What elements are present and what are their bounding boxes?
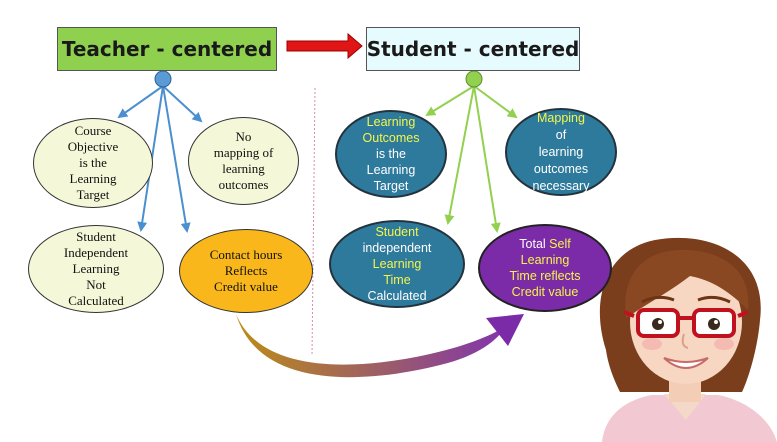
oval-line: Learning [366,163,416,177]
learning-outcomes-oval: Learning Outcomes is the Learning Target [335,110,447,198]
oval-line: Student [76,229,116,244]
oval-line: outcomes [218,177,269,192]
oval-line: Objective [67,139,119,154]
oval-line: Calculated [68,293,124,308]
oval-line: Course [74,123,112,138]
teacher-branch-node [154,70,172,88]
oval-line: No [235,129,252,144]
student-independent-learning-oval: Student Independent Learning Not Calcula… [28,225,164,313]
oval-line: Time [383,273,411,287]
oval-line: outcomes [533,161,589,176]
course-objective-oval: Course Objective is the Learning Target [33,118,153,208]
oval-line: Credit value [214,279,278,294]
contact-hours-oval: Contact hours Reflects Credit value [179,229,313,313]
student-independent-learning-time-oval: Student independent Learning Time Calcul… [329,220,465,308]
oval-line: is the [79,155,107,170]
total-self-learning-time-oval: Total Self Learning Time reflects Credit… [478,224,612,312]
oval-line: Learning [372,257,422,271]
woman-with-glasses-avatar [599,237,777,442]
oval-line: necessary [532,178,590,193]
oval-line: Calculated [367,289,427,303]
oval-line: is the [376,147,406,161]
curved-transition-arrow [236,314,524,378]
oval-line: learning [538,144,584,159]
oval-line: Mapping [537,110,585,125]
oval-line: Credit value [511,285,579,299]
oval-line: Target [76,187,110,202]
oval-line: Time reflects [509,269,581,283]
oval-line: mapping of [213,145,274,160]
oval-line: independent [362,241,432,255]
oval-line: Learning [366,115,416,129]
oval-line: Target [373,179,409,193]
oval-line: Learning [520,253,570,267]
oval-line: Outcomes [362,131,420,145]
oval-line: Learning [72,261,120,276]
oval-line: Total [519,237,550,251]
center-divider [311,87,316,357]
oval-line-highlight: Self [549,237,571,251]
student-centered-header: Student - centered [366,27,580,71]
oval-line: Learning [69,171,117,186]
student-branch-node [465,70,483,88]
oval-line: Contact hours [209,247,283,262]
red-right-arrow-icon [286,32,363,60]
teacher-header-label: Teacher - centered [61,37,273,61]
oval-line-group: Total Self [519,236,570,252]
student-branch-connectors [425,85,518,233]
oval-line: Independent [63,245,129,260]
no-mapping-oval: No mapping of learning outcomes [188,117,299,205]
student-header-label: Student - centered [366,37,580,61]
oval-line: learning [222,161,265,176]
oval-line: Reflects [224,263,268,278]
oval-line: Student [375,225,419,239]
teacher-centered-header: Teacher - centered [57,27,277,71]
oval-line: Not [86,277,106,292]
mapping-oval: Mapping of learning outcomes necessary [505,108,617,196]
oval-line: of [555,127,567,142]
